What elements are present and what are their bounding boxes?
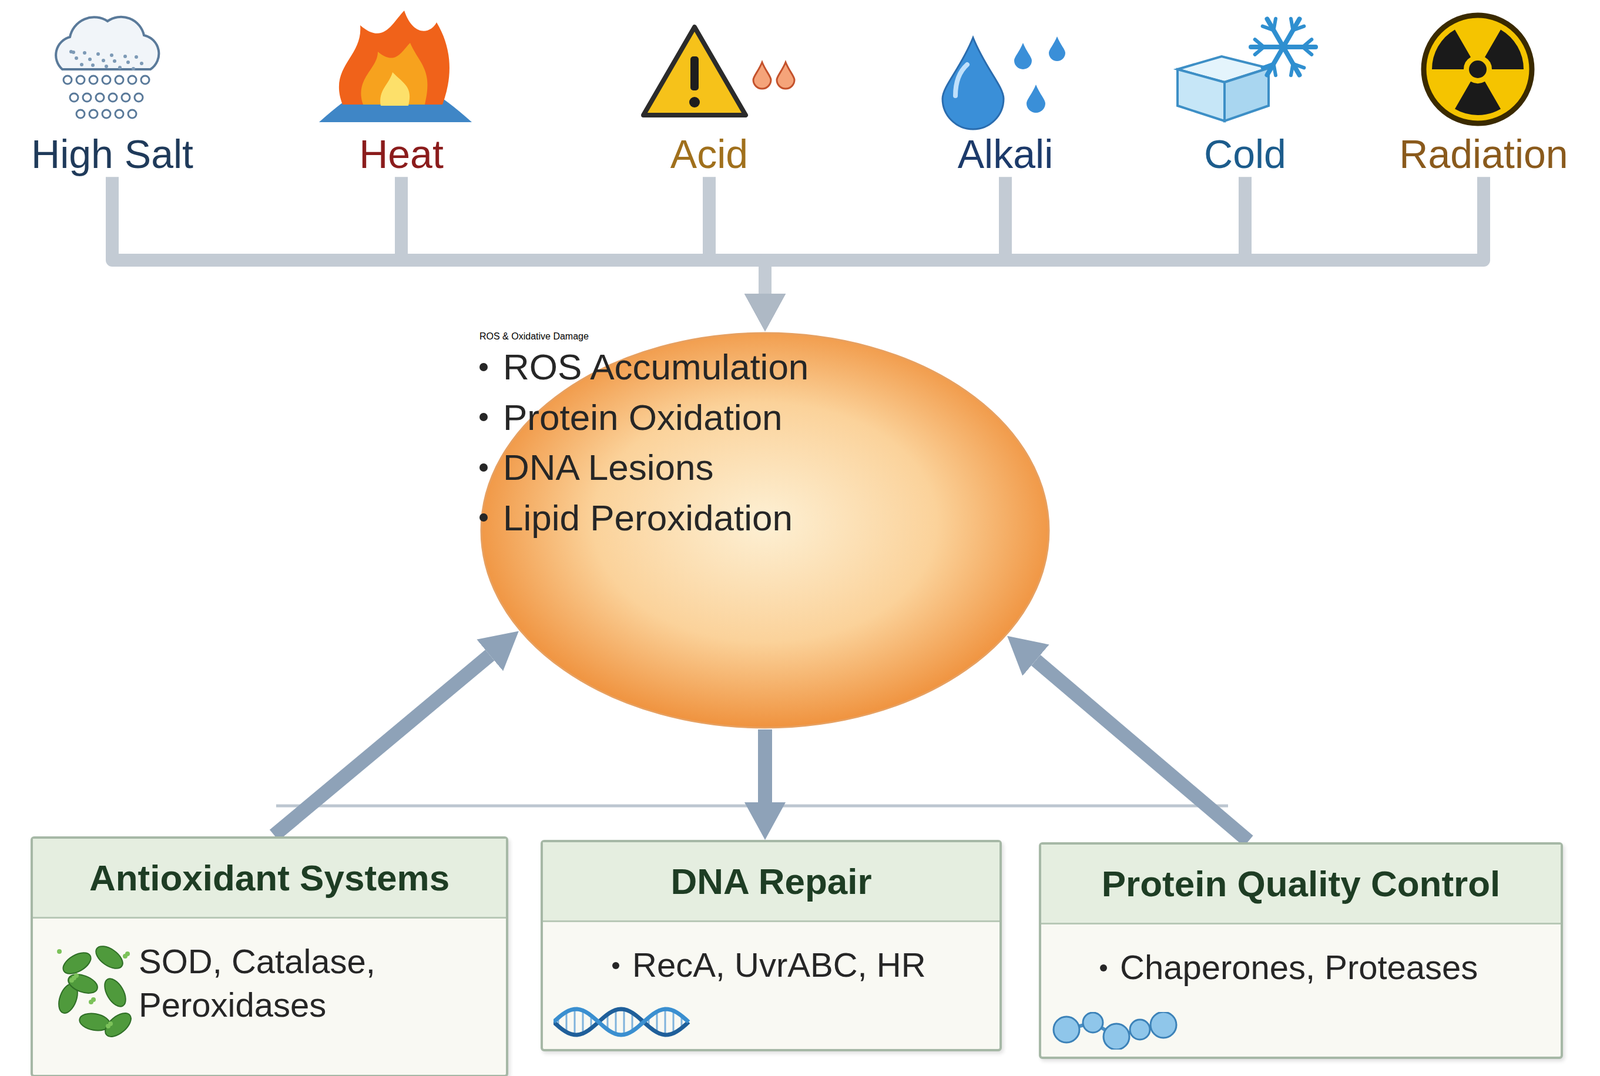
- bullet-dot: [479, 513, 488, 522]
- box-heading: DNA Repair: [670, 860, 872, 903]
- merge-bracket-arrow: [401, 176, 766, 294]
- merge-bracket-arrow: [765, 176, 1006, 294]
- stressor-label: High Salt: [6, 131, 218, 177]
- box-body-text: RecA, UvrABC, HR: [632, 943, 927, 988]
- bullet-text: ROS Accumulation: [502, 341, 809, 393]
- bullet-item: DNA Lesions: [479, 442, 1051, 493]
- response-box: DNA RepairRecA, UvrABC, HR: [540, 840, 1002, 1052]
- box-body-text: SOD, Catalase, Peroxidases: [138, 940, 492, 1028]
- bullet-text: Lipid Peroxidation: [502, 492, 793, 544]
- box-body-text: Chaperones, Proteases: [1119, 946, 1478, 990]
- stressor-node: Radiation: [1377, 10, 1590, 177]
- body-row: Chaperones, Proteases: [1099, 946, 1547, 990]
- body-row: RecA, UvrABC, HR: [612, 943, 986, 988]
- stressor-label: Heat: [295, 131, 508, 177]
- heat-icon: [295, 10, 496, 132]
- response-box: Antioxidant SystemsSOD, Catalase, Peroxi…: [30, 836, 509, 1076]
- box-body: Chaperones, Proteases: [1041, 924, 1561, 1002]
- bullet-text: Protein Oxidation: [502, 392, 783, 444]
- leaf-icon: [38, 940, 151, 1058]
- damage-ellipse: ROS & Oxidative DamageROS AccumulationPr…: [479, 331, 1051, 730]
- bullet-item: Lipid Peroxidation: [479, 492, 1051, 544]
- bullet-dot: [612, 962, 620, 970]
- stressor-label: Acid: [603, 131, 815, 177]
- merge-bracket-arrow: [765, 176, 1246, 294]
- ellipse-title: ROS & Oxidative Damage: [479, 331, 1051, 342]
- bullet-dot: [479, 463, 488, 472]
- flow-arrow: [757, 729, 773, 803]
- bullet-dot: [479, 363, 488, 372]
- merge-bracket-arrow: [765, 176, 1484, 294]
- box-header: DNA Repair: [542, 842, 1000, 923]
- response-box: Protein Quality ControlChaperones, Prote…: [1038, 842, 1563, 1060]
- box-heading: Protein Quality Control: [1101, 863, 1501, 905]
- cold-icon: [1139, 10, 1340, 132]
- box-body: RecA, UvrABC, HR: [542, 922, 1000, 999]
- body-row: SOD, Catalase, Peroxidases: [138, 940, 492, 1028]
- stressor-label: Radiation: [1377, 131, 1590, 177]
- stressor-node: Cold: [1139, 10, 1351, 177]
- box-header: Protein Quality Control: [1041, 844, 1561, 925]
- bullet-dot: [479, 413, 488, 422]
- stressor-label: Alkali: [899, 131, 1112, 177]
- beads-icon: [1051, 1012, 1193, 1051]
- salt-icon: [6, 10, 207, 132]
- base-line: [276, 804, 1229, 808]
- acid-icon: [603, 10, 804, 132]
- merge-bracket-arrow: [112, 176, 766, 294]
- radiation-icon: [1377, 10, 1578, 132]
- bullet-item: Protein Oxidation: [479, 392, 1051, 444]
- stressor-node: Acid: [603, 10, 815, 177]
- stressor-label: Cold: [1139, 131, 1351, 177]
- stressor-node: High Salt: [6, 10, 218, 177]
- bullet-dot: [1099, 964, 1108, 972]
- bullet-item: ROS Accumulation: [479, 341, 1051, 393]
- box-heading: Antioxidant Systems: [89, 857, 450, 900]
- alkali-icon: [899, 10, 1100, 132]
- flow-arrow: [274, 655, 491, 836]
- merge-bracket-arrow: [709, 176, 766, 294]
- box-header: Antioxidant Systems: [32, 839, 506, 919]
- stressor-node: Alkali: [899, 10, 1112, 177]
- dna-icon: [553, 1004, 695, 1043]
- flow-arrow: [1035, 660, 1249, 842]
- stressor-node: Heat: [295, 10, 508, 177]
- box-body: SOD, Catalase, Peroxidases: [32, 918, 506, 1039]
- bullet-text: DNA Lesions: [502, 442, 714, 493]
- bullet-list: ROS AccumulationProtein OxidationDNA Les…: [479, 341, 1051, 543]
